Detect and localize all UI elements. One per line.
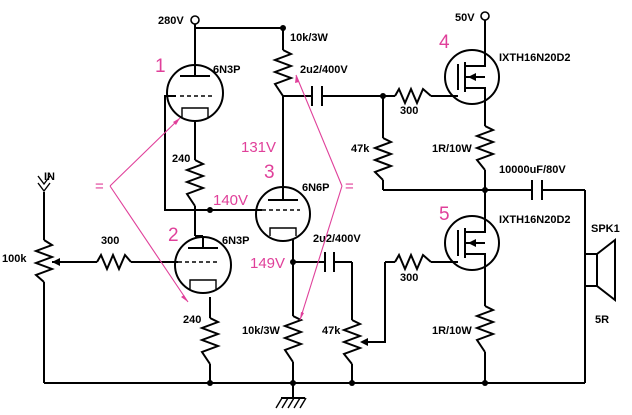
- source-resistor-upper: 1R/10W: [432, 125, 496, 171]
- triode-upper-label: 6N3P: [213, 64, 241, 76]
- coupling-upper-label: 2u2/400V: [300, 64, 348, 76]
- triode-lower: 6N3P 2: [168, 225, 250, 294]
- mosfet-upper-number: 4: [439, 32, 450, 53]
- coupling-capacitor-lower: 2u2/400V: [313, 233, 361, 272]
- supply-280v: 280V: [158, 15, 200, 28]
- wiring: [43, 20, 586, 398]
- source-upper-label: 1R/10W: [432, 143, 472, 155]
- annotation-equal-right: =: [345, 178, 354, 195]
- gate-bias-label: 47k: [351, 143, 370, 155]
- gate-stopper-lower-label: 300: [400, 272, 418, 284]
- output-capacitor: 10000uF/80V: [499, 164, 566, 200]
- supply-50v: 50V: [455, 11, 490, 24]
- coupling-capacitor-upper: 2u2/400V: [300, 64, 348, 106]
- input-terminal: IN: [37, 171, 55, 193]
- mosfet-lower-label: IXTH16N20D2: [499, 214, 571, 226]
- cathode-load-resistor: 10k/3W: [242, 315, 304, 363]
- ground-symbol: [275, 397, 307, 409]
- mosfet-upper-label: IXTH16N20D2: [499, 52, 571, 64]
- triode-upper: 6N3P 1: [155, 56, 241, 122]
- plate-load-resistor: 10k/3W: [272, 32, 329, 97]
- tube-middle: 6N6P 3: [255, 162, 330, 242]
- bias-potentiometer: 47k: [322, 319, 368, 365]
- cathode-bottom-resistor: 240: [183, 314, 221, 365]
- triode-lower-label: 6N3P: [222, 235, 250, 247]
- input-potentiometer: 100k: [2, 239, 60, 283]
- annotation-149v: 149V: [250, 255, 285, 272]
- mosfet-lower-number: 5: [439, 204, 450, 225]
- tube-middle-number: 3: [264, 162, 275, 183]
- annotation-131v: 131V: [241, 139, 276, 156]
- grid-stopper-resistor: 300: [96, 235, 132, 272]
- supply-50v-label: 50V: [455, 12, 475, 24]
- tube-middle-label: 6N6P: [302, 182, 330, 194]
- triode-lower-number: 2: [168, 225, 179, 246]
- cathode-bottom-label: 240: [183, 314, 201, 326]
- coupling-lower-label: 2u2/400V: [313, 233, 361, 245]
- speaker-impedance: 5R: [595, 314, 609, 326]
- annotations: 131V 140V 149V = =: [95, 74, 354, 321]
- input-label: IN: [44, 171, 55, 183]
- cathode-load-label: 10k/3W: [242, 325, 281, 337]
- bias-pot-label: 47k: [322, 325, 341, 337]
- output-cap-label: 10000uF/80V: [499, 164, 566, 176]
- gate-stopper-upper-label: 300: [400, 105, 418, 117]
- source-lower-label: 1R/10W: [432, 325, 472, 337]
- annotation-equal-left: =: [95, 178, 104, 195]
- speaker-label: SPK1: [591, 223, 620, 235]
- mosfet-upper: IXTH16N20D2 4: [439, 32, 571, 105]
- source-resistor-lower: 1R/10W: [432, 305, 496, 353]
- supply-280v-label: 280V: [158, 15, 184, 27]
- annotation-140v: 140V: [213, 192, 248, 209]
- triode-upper-number: 1: [155, 56, 166, 77]
- gate-stopper-lower: 300: [394, 252, 432, 284]
- mosfet-lower: IXTH16N20D2 5: [439, 204, 571, 271]
- gate-bias-resistor: 47k: [351, 137, 394, 181]
- cathode-link-resistor: 240: [172, 153, 206, 207]
- junction-dots: [207, 25, 488, 386]
- input-pot-label: 100k: [2, 253, 27, 265]
- gate-stopper-upper: 300: [394, 86, 432, 117]
- cathode-link-label: 240: [172, 153, 190, 165]
- plate-load-label: 10k/3W: [290, 32, 329, 44]
- grid-stopper-label: 300: [101, 235, 119, 247]
- speaker: SPK1 5R: [584, 223, 620, 326]
